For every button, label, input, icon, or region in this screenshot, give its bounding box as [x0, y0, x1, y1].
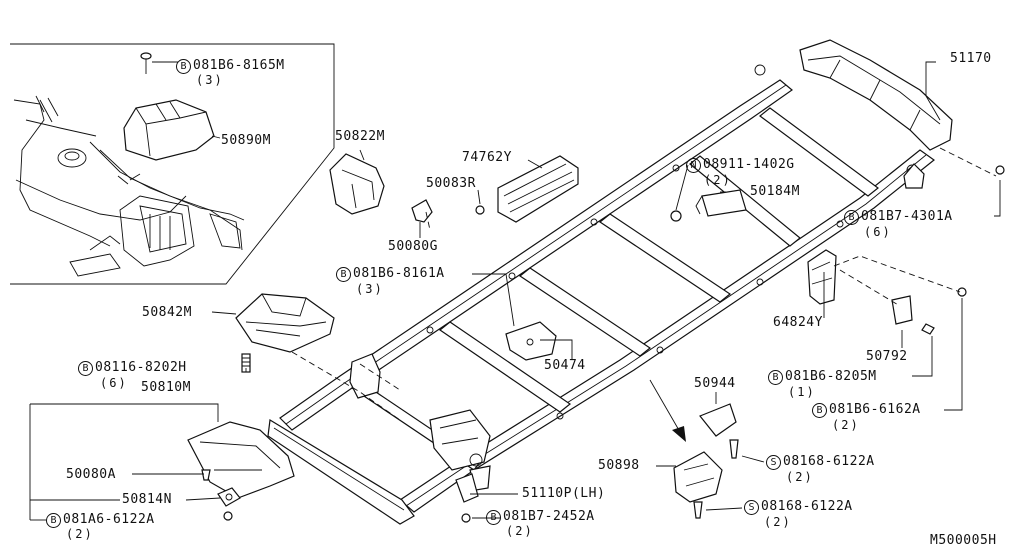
label-50184m: 50184M: [750, 184, 800, 199]
bolt-50083r-shape: [475, 205, 485, 215]
screw-type-badge: S: [744, 500, 759, 515]
bolt-081a6-6122a-shape: [223, 511, 233, 521]
qty-081b6-6162a: (2): [832, 418, 860, 432]
bolt-081b6-6162a-shape: [957, 287, 967, 297]
qty-08168-6122a-upper: (2): [786, 470, 814, 484]
part-50814n-shape: [217, 487, 241, 507]
qty-08911-1402g: (2): [704, 173, 732, 187]
part-50792-shape: [891, 295, 913, 325]
bolt-type-badge: B: [78, 361, 93, 376]
bolt-081b7-4301a-shape: [995, 165, 1005, 175]
part-64824y-shape: [807, 249, 837, 305]
qty-08116-8202h: (6): [100, 376, 128, 390]
bolt-08168-6122a-upper-shape: [729, 439, 739, 459]
inset-panel-border: [10, 43, 335, 285]
nut-type-badge: N: [686, 158, 701, 173]
label-50822m: 50822M: [335, 129, 385, 144]
detail-arrow: [649, 379, 686, 442]
label-50080a: 50080A: [66, 467, 116, 482]
bolt-type-badge: B: [812, 403, 827, 418]
bolt-type-badge: B: [768, 370, 783, 385]
qty-081b6-8205m: (1): [788, 385, 816, 399]
assembly-dash-lines: [291, 147, 997, 421]
bolt-081b6-8205m-shape: [921, 323, 935, 335]
part-74762y-shape: [497, 155, 579, 223]
label-50898: 50898: [598, 458, 640, 473]
bolt-type-badge: B: [486, 510, 501, 525]
bolt-type-badge: B: [176, 59, 191, 74]
bolt-type-badge: B: [336, 267, 351, 282]
label-50890m: 50890M: [221, 133, 271, 148]
bolt-08168-6122a-lower-shape: [693, 501, 703, 519]
bolt-type-badge: B: [844, 210, 859, 225]
part-50474-shape: [505, 321, 557, 361]
label-50474: 50474: [544, 358, 586, 373]
part-51110p-shape: [455, 473, 479, 503]
leader-lines: [29, 61, 1001, 521]
label-50792: 50792: [866, 349, 908, 364]
label-50814n: 50814N: [122, 492, 172, 507]
frame-51170-shape: [267, 39, 953, 525]
qty-08168-6122a-lower: (2): [764, 515, 792, 529]
qty-081b6-8161a: (3): [356, 282, 384, 296]
part-50842m-shape: [235, 293, 335, 353]
diagram-code: M500005H: [930, 533, 997, 548]
label-50083r: 50083R: [426, 176, 476, 191]
screw-type-badge: S: [766, 455, 781, 470]
label-50080g: 50080G: [388, 239, 438, 254]
qty-081b7-2452a: (2): [506, 524, 534, 538]
part-50810m-shape: [187, 421, 295, 499]
label-50810m: 50810M: [141, 380, 191, 395]
label-74762y: 74762Y: [462, 150, 512, 165]
label-50944: 50944: [694, 376, 736, 391]
part-50944-shape: [699, 403, 737, 437]
inset-engine-area: [13, 95, 245, 277]
bolt-081b7-2452a-shape: [461, 513, 471, 523]
label-50842m: 50842M: [142, 305, 192, 320]
part-50080g-shape: [411, 199, 433, 236]
qty-081a6-6122a: (2): [66, 527, 94, 541]
part-50898-shape: [673, 451, 723, 503]
label-64824y: 64824Y: [773, 315, 823, 330]
part-50890m-shape: [123, 99, 215, 161]
label-51110p: 51110P(LH): [522, 486, 606, 501]
qty-081b6-8165m: (3): [196, 73, 224, 87]
part-50184m-shape: [670, 189, 747, 222]
qty-081b7-4301a: (6): [864, 225, 892, 239]
part-50822m-shape: [329, 153, 385, 215]
clip-50080a-shape: [201, 469, 211, 481]
bolt-081b6-8165m-shape: [140, 52, 152, 74]
label-51170: 51170: [950, 51, 992, 66]
bolt-type-badge: B: [46, 513, 61, 528]
part-rear-bracket-shape: [903, 163, 925, 189]
